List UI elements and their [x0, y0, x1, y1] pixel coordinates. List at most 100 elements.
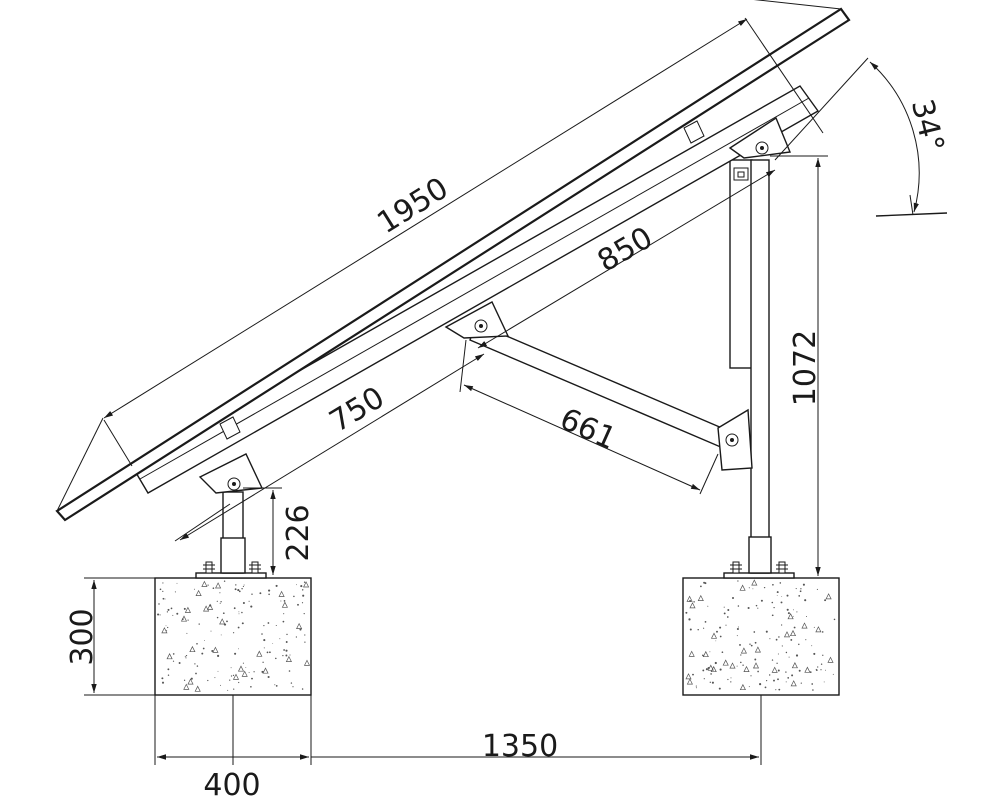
- concrete-speck: [262, 667, 269, 674]
- concrete-speck: [730, 677, 732, 679]
- concrete-speck: [219, 592, 221, 594]
- concrete-speck: [778, 688, 781, 691]
- concrete-speck: [710, 665, 717, 673]
- concrete-speck: [201, 652, 204, 655]
- concrete-speck: [219, 618, 226, 625]
- concrete-speck: [256, 650, 263, 657]
- concrete-speck: [825, 593, 832, 600]
- concrete-speck: [697, 594, 704, 601]
- concrete-speck: [238, 613, 240, 615]
- concrete-speck: [183, 679, 186, 681]
- concrete-speck: [227, 689, 229, 691]
- concrete-speck: [731, 596, 735, 600]
- concrete-speck: [769, 638, 771, 640]
- concrete-speck: [161, 627, 168, 634]
- concrete-speck: [281, 601, 288, 608]
- concrete-speck: [804, 599, 807, 602]
- concrete-speck: [703, 678, 705, 680]
- concrete-speck: [727, 678, 729, 681]
- concrete-speck: [230, 675, 233, 677]
- concrete-speck: [707, 664, 714, 671]
- concrete-speck: [775, 638, 778, 641]
- front-post: [220, 491, 246, 574]
- concrete-speck: [166, 653, 173, 660]
- concrete-speck: [778, 636, 780, 638]
- concrete-speck: [697, 628, 699, 631]
- concrete-speck: [766, 680, 768, 682]
- concrete-speck: [755, 604, 758, 607]
- concrete-speck: [220, 601, 222, 603]
- label-300: 300: [65, 608, 100, 665]
- concrete-speck: [293, 595, 295, 598]
- concrete-speck: [266, 651, 269, 654]
- concrete-speck: [296, 622, 303, 629]
- concrete-speck: [233, 688, 235, 690]
- concrete-speck: [786, 594, 789, 597]
- right-concrete-block: [682, 577, 840, 696]
- concrete-speck: [300, 585, 303, 588]
- concrete-speck: [827, 656, 834, 663]
- concrete-speck: [211, 649, 214, 653]
- concrete-speck: [773, 679, 775, 682]
- concrete-speck: [700, 585, 702, 588]
- concrete-speck: [769, 674, 771, 676]
- concrete-speck: [775, 689, 777, 691]
- concrete-speck: [274, 684, 276, 686]
- concrete-speck: [283, 649, 285, 651]
- concrete-speck: [174, 591, 176, 593]
- concrete-speck: [301, 688, 304, 690]
- concrete-speck: [725, 624, 727, 626]
- concrete-speck: [237, 589, 240, 592]
- concrete-speck: [283, 613, 285, 615]
- concrete-speck: [710, 673, 712, 675]
- concrete-speck: [302, 594, 305, 597]
- concrete-speck: [295, 584, 297, 586]
- concrete-speck: [727, 609, 730, 611]
- concrete-speck: [243, 584, 245, 586]
- concrete-speck: [250, 686, 252, 688]
- concrete-texture: [685, 579, 836, 691]
- concrete-speck: [736, 635, 738, 637]
- concrete-speck: [238, 648, 239, 650]
- concrete-speck: [202, 647, 205, 650]
- concrete-speck: [223, 580, 226, 582]
- concrete-speck: [263, 639, 266, 642]
- concrete-speck: [787, 613, 794, 620]
- anchor-bolts: [203, 561, 788, 574]
- concrete-speck: [757, 670, 759, 673]
- concrete-speck: [790, 680, 797, 687]
- concrete-speck: [737, 626, 739, 628]
- concrete-speck: [185, 657, 187, 659]
- concrete-speck: [790, 638, 793, 641]
- concrete-speck: [261, 670, 264, 673]
- concrete-speck: [166, 611, 169, 613]
- concrete-speck: [297, 603, 299, 606]
- concrete-speck: [716, 630, 718, 633]
- concrete-speck: [158, 603, 160, 605]
- concrete-speck: [804, 666, 811, 673]
- label-1950: 1950: [371, 171, 454, 241]
- concrete-speck: [223, 623, 227, 626]
- concrete-speck: [823, 681, 825, 683]
- concrete-speck: [304, 641, 306, 643]
- concrete-speck: [740, 647, 747, 654]
- concrete-speck: [800, 682, 802, 684]
- concrete-speck: [238, 611, 240, 613]
- concrete-speck: [250, 605, 253, 608]
- concrete-speck: [251, 677, 253, 680]
- concrete-speck: [777, 669, 780, 672]
- concrete-speck: [723, 612, 726, 615]
- concrete-speck: [176, 582, 178, 584]
- dimension-rear-height: 1072: [770, 155, 828, 579]
- concrete-speck: [162, 582, 164, 584]
- concrete-speck: [232, 673, 240, 680]
- concrete-speck: [217, 670, 219, 672]
- concrete-speck: [237, 626, 240, 629]
- concrete-speck: [212, 587, 215, 590]
- concrete-speck: [811, 645, 813, 647]
- concrete-speck: [703, 581, 706, 584]
- concrete-speck: [172, 614, 174, 616]
- concrete-speck: [795, 654, 799, 657]
- label-1350: 1350: [482, 729, 558, 764]
- concrete-speck: [295, 636, 298, 638]
